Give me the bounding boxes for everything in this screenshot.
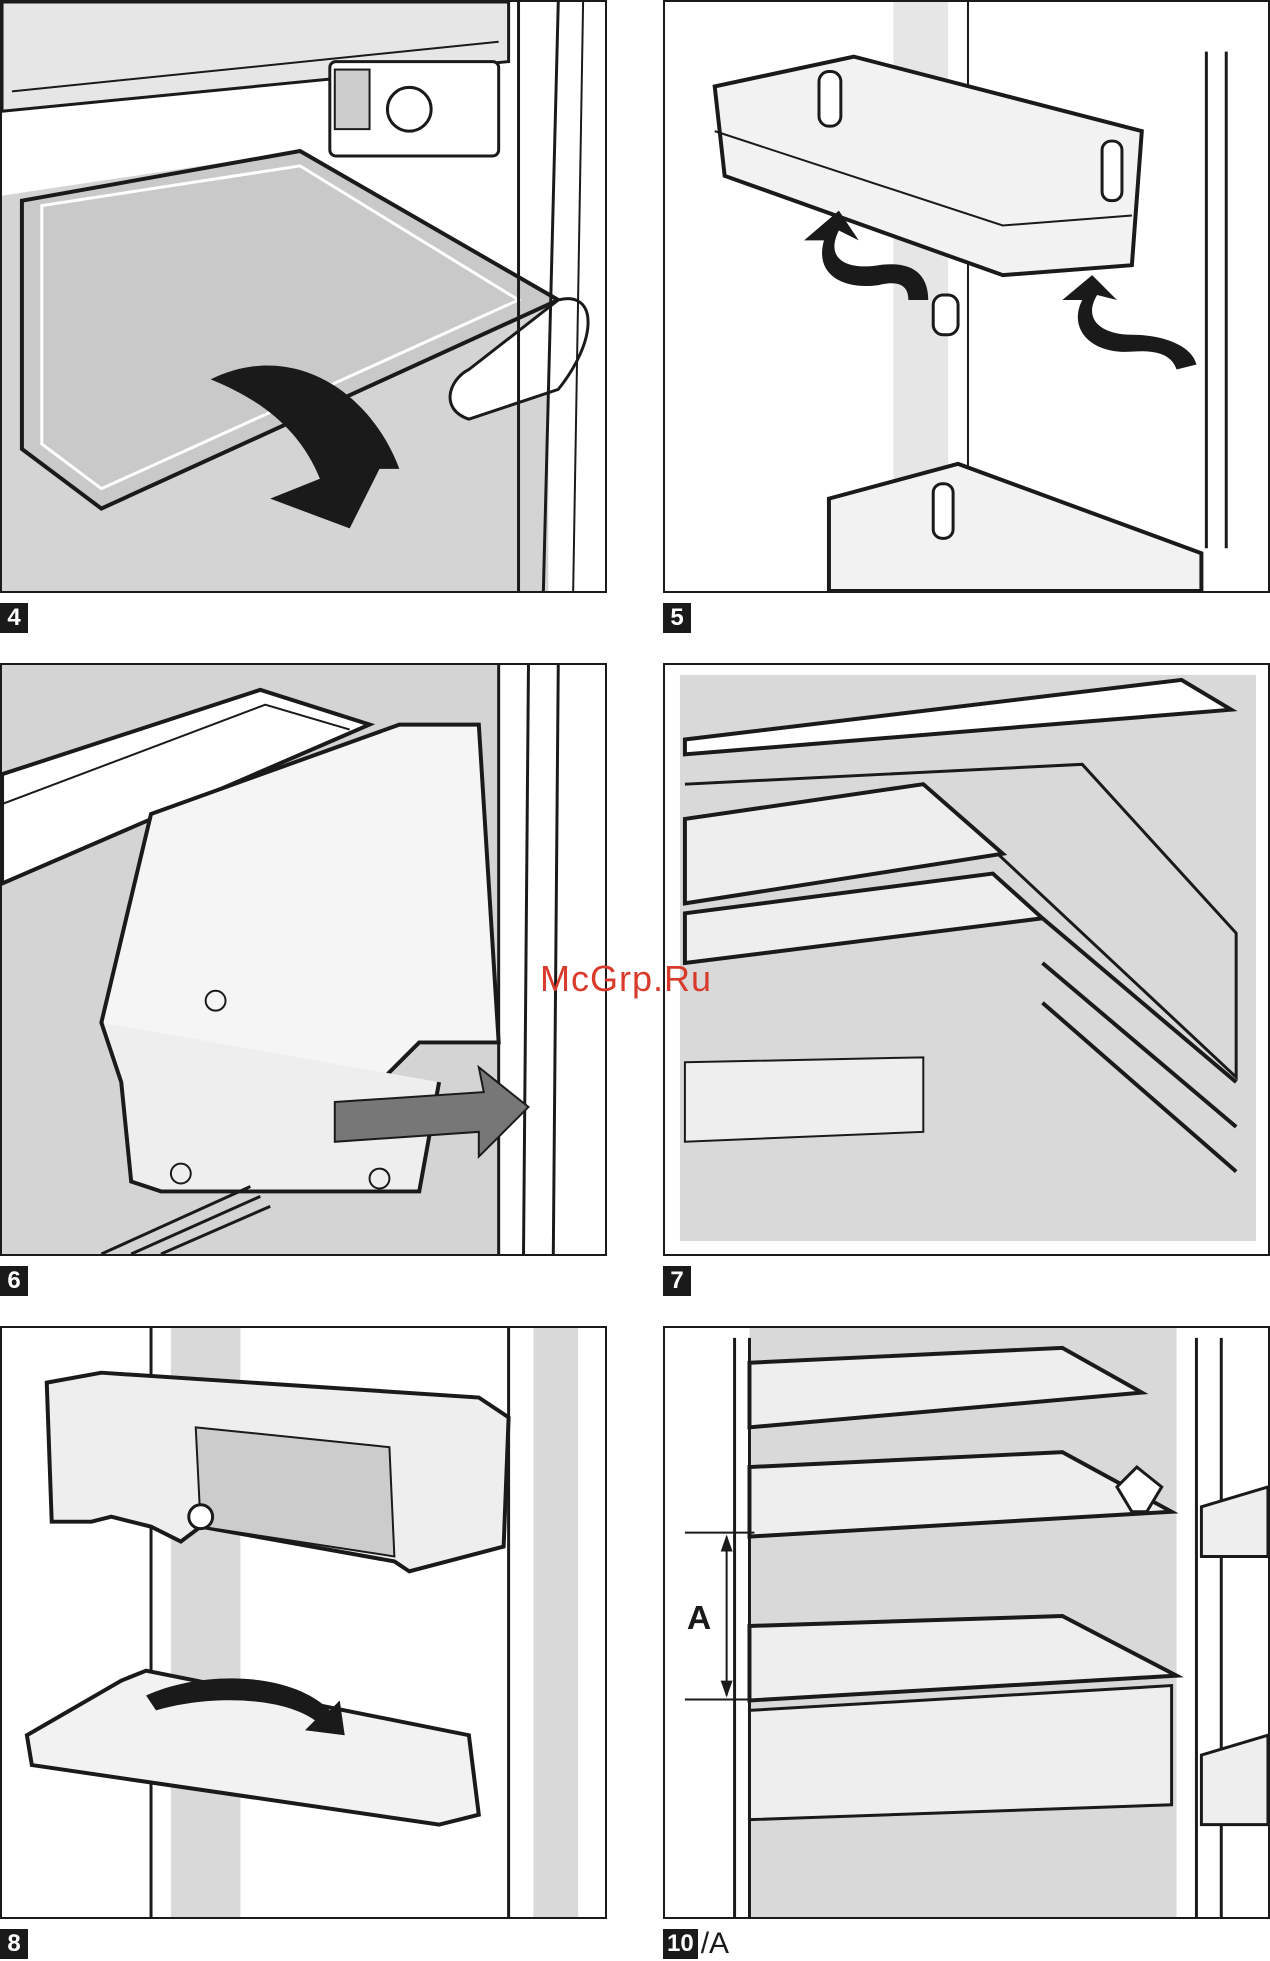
figure-10-panel: A [663,1326,1270,1919]
figure-5-label: 5 [663,603,691,633]
dimension-a-label: A [687,1599,711,1637]
figure-7-illustration [665,665,1268,1254]
figure-number: 8 [0,1929,28,1959]
figure-6-illustration [2,665,605,1254]
figure-7-panel [663,663,1270,1256]
watermark: McGrp.Ru [540,958,712,1000]
figure-number: 7 [663,1266,691,1296]
figure-4-panel [0,0,607,593]
figure-number: 5 [663,603,691,633]
figure-4-illustration [2,2,605,591]
figure-5-panel [663,0,1270,593]
figure-7-label: 7 [663,1266,691,1296]
figure-number: 4 [0,603,28,633]
figure-8-label: 8 [0,1929,28,1959]
figure-number: 6 [0,1266,28,1296]
figure-10-illustration: A [665,1328,1268,1917]
thermostat-knob [387,87,431,131]
figure-8-panel [0,1326,607,1919]
figure-8-illustration [2,1328,605,1917]
figure-6-label: 6 [0,1266,28,1296]
figure-6-panel [0,663,607,1256]
figure-suffix: /A [701,1929,729,1959]
figure-number: 10 [663,1929,698,1959]
figure-5-illustration [665,2,1268,591]
figure-4-label: 4 [0,603,28,633]
figure-10-label: 10 /A [663,1929,729,1959]
